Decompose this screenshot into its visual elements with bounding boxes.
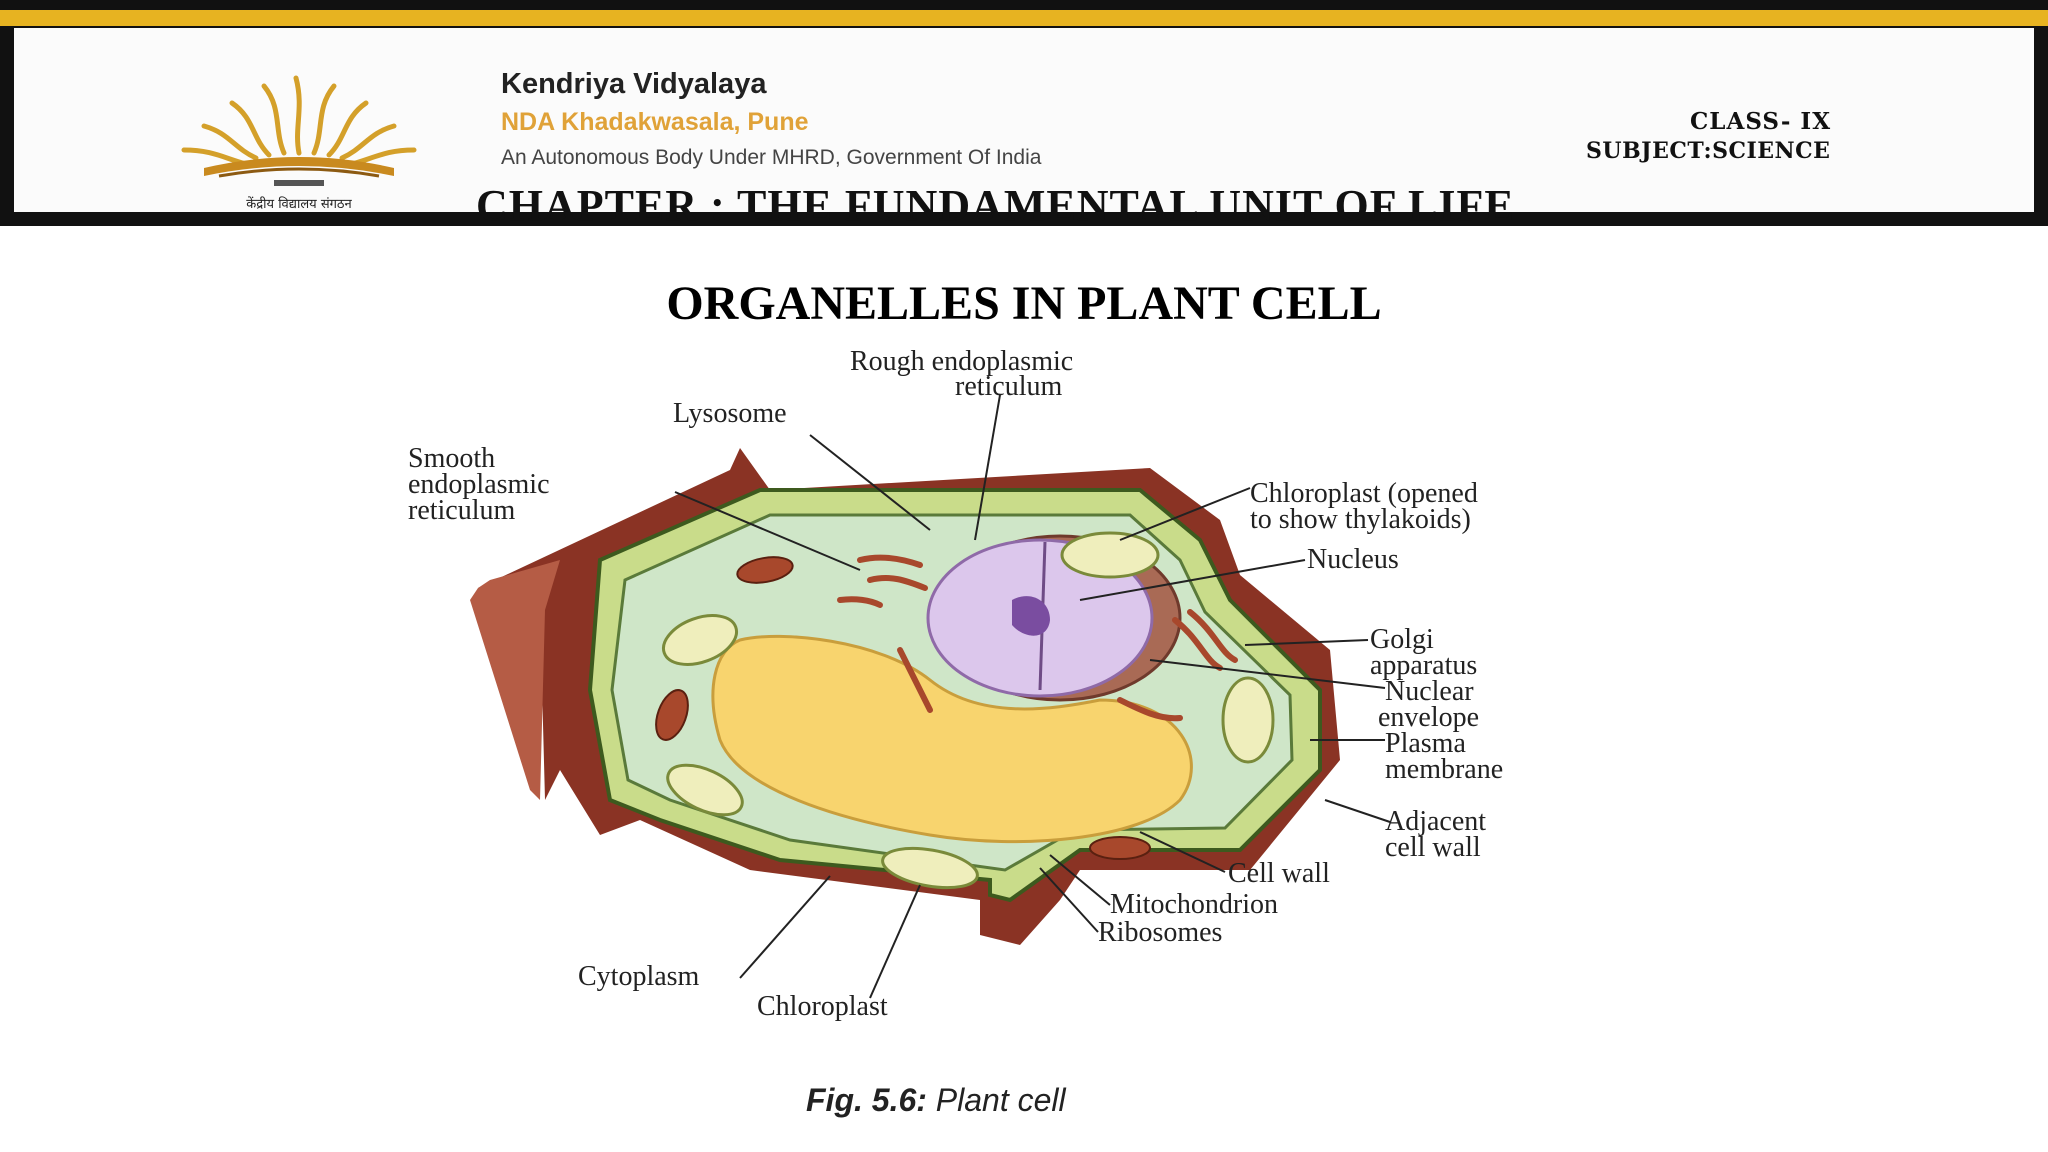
- label-adjacent-wall-2: cell wall: [1385, 832, 1481, 863]
- gold-stripe: [0, 10, 2048, 26]
- label-plasma-membrane-2: membrane: [1385, 754, 1503, 785]
- svg-text:केंद्रीय विद्यालय संगठन: केंद्रीय विद्यालय संगठन: [246, 196, 352, 212]
- org-place: NDA Khadakwasala, Pune: [501, 108, 809, 136]
- label-cytoplasm: Cytoplasm: [578, 961, 700, 992]
- label-ribosomes: Ribosomes: [1098, 917, 1222, 948]
- figure-caption: Fig. 5.6: Plant cell: [806, 1082, 1066, 1119]
- slide-title: ORGANELLES IN PLANT CELL: [666, 277, 1382, 330]
- chloroplasts: [662, 531, 1275, 890]
- label-adjacent-wall-1: Adjacent: [1385, 806, 1486, 837]
- leader-lines: [674, 394, 1391, 999]
- label-plasma-membrane-1: Plasma: [1385, 728, 1466, 759]
- label-rough-er-2: reticulum: [955, 371, 1063, 402]
- label-chloroplast-opened-1: Chloroplast (opened: [1250, 478, 1478, 509]
- org-name: Kendriya Vidyalaya: [501, 68, 767, 100]
- label-smooth-er-2: endoplasmic: [408, 469, 550, 500]
- label-mitochondrion: Mitochondrion: [1110, 889, 1278, 920]
- subject-label: SUBJECT:SCIENCE: [1586, 138, 1831, 164]
- golgi-er: [837, 554, 1238, 722]
- vacuole: [711, 634, 1193, 844]
- class-label: CLASS- IX: [1690, 108, 1832, 135]
- chapter-title: CHAPTER : THE FUNDAMENTAL UNIT OF LIFE: [476, 181, 1515, 230]
- label-lysosome: Lysosome: [673, 398, 787, 429]
- caption-text: Plant cell: [935, 1082, 1066, 1118]
- label-chloroplast-opened-2: to show thylakoids): [1250, 504, 1471, 535]
- label-nuclear-envelope-2: envelope: [1378, 702, 1479, 733]
- label-nuclear-envelope-1: Nuclear: [1385, 676, 1474, 707]
- label-nucleus: Nucleus: [1307, 544, 1399, 575]
- label-smooth-er-1: Smooth: [408, 443, 495, 474]
- label-rough-er-1: Rough endoplasmic: [850, 346, 1073, 377]
- label-golgi-1: Golgi: [1370, 624, 1434, 655]
- mitochondria: [655, 556, 1151, 860]
- header-banner: केंद्रीय विद्यालय संगठन Kendriya Vidyala…: [0, 0, 2048, 230]
- label-smooth-er-3: reticulum: [408, 495, 516, 526]
- label-chloroplast: Chloroplast: [757, 991, 888, 1022]
- label-cell-wall: Cell wall: [1228, 858, 1330, 889]
- caption-fig-number: Fig. 5.6:: [806, 1082, 927, 1118]
- kv-logo: केंद्रीय विद्यालय संगठन: [181, 75, 417, 212]
- label-golgi-2: apparatus: [1370, 650, 1477, 681]
- org-subtitle: An Autonomous Body Under MHRD, Governmen…: [501, 146, 1042, 169]
- header-content: केंद्रीय विद्यालय संगठन Kendriya Vidyala…: [14, 28, 2034, 230]
